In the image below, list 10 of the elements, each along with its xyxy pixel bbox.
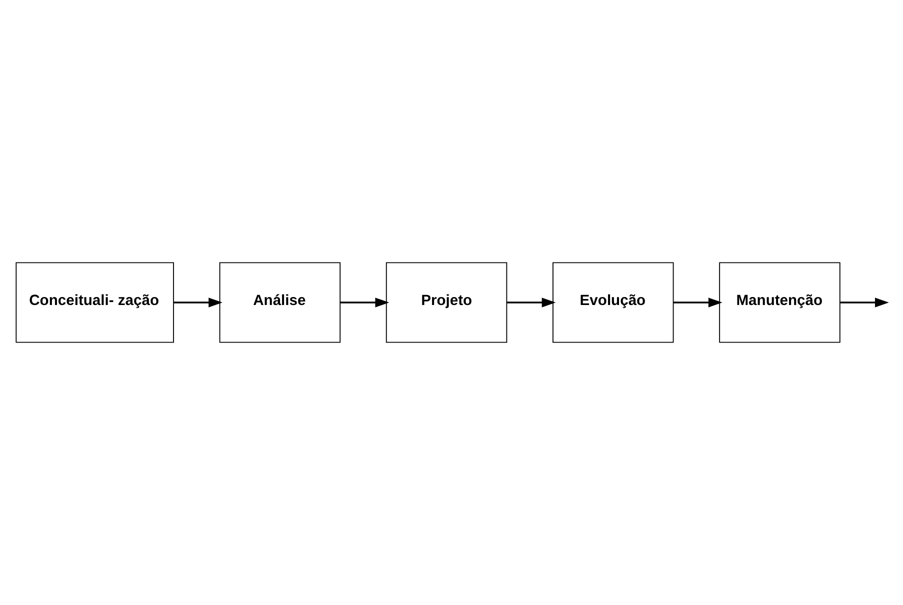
node-box: Análise xyxy=(219,262,341,343)
arrow xyxy=(506,298,556,308)
node-box: Evolução xyxy=(552,262,674,343)
arrow xyxy=(340,298,390,308)
node-box: Projeto xyxy=(386,262,508,343)
arrow xyxy=(840,298,889,308)
node-box: Manutenção xyxy=(719,262,840,343)
node-box: Conceituali- zação xyxy=(16,262,174,343)
arrow xyxy=(673,298,722,308)
arrow xyxy=(174,298,222,308)
